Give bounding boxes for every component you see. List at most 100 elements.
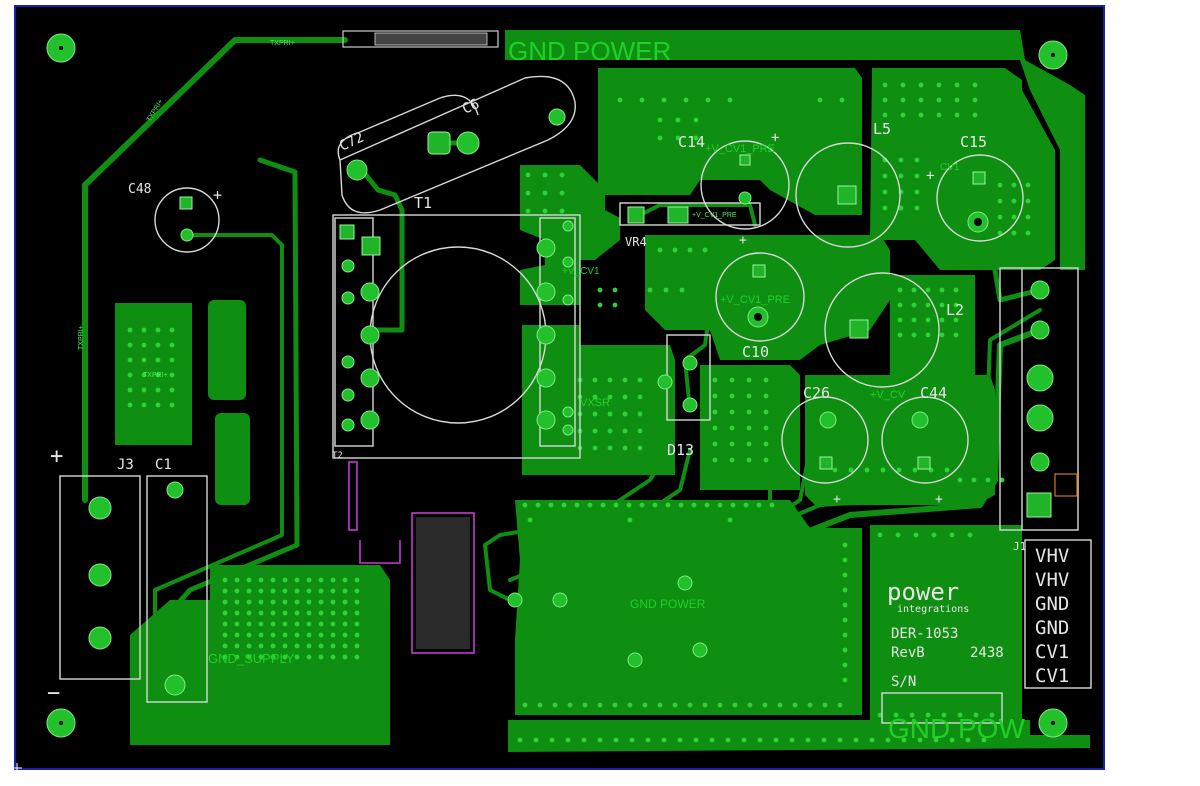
via [954, 82, 960, 88]
via [837, 737, 843, 743]
via [997, 230, 1003, 236]
via [842, 602, 848, 608]
via [864, 467, 870, 473]
via [587, 502, 593, 508]
pin-label: GND [1035, 593, 1069, 615]
via [306, 654, 312, 660]
via [741, 737, 747, 743]
via [629, 737, 635, 743]
via [965, 737, 971, 743]
via [607, 428, 613, 434]
via [677, 737, 683, 743]
via [559, 208, 565, 214]
via [647, 287, 653, 293]
via [342, 599, 348, 605]
via [127, 357, 133, 363]
label-c10: C10 [742, 343, 769, 361]
keepout-marks [348, 461, 475, 654]
via [607, 411, 613, 417]
via [354, 621, 360, 627]
via [661, 97, 667, 103]
board-info: power integrations DER-1053 RevB 2438 S/… [887, 578, 1004, 690]
via [592, 394, 598, 400]
via [967, 532, 973, 538]
pads [46, 33, 1078, 738]
via [717, 502, 723, 508]
via [997, 182, 1003, 188]
via [913, 532, 919, 538]
net-cv1-pre-top: +V_CV1_PRE [705, 143, 775, 155]
via [141, 327, 147, 333]
via [842, 572, 848, 578]
via [613, 737, 619, 743]
via [901, 737, 907, 743]
via [914, 189, 920, 195]
via [746, 457, 752, 463]
via [282, 588, 288, 594]
via [282, 599, 288, 605]
via [169, 327, 175, 333]
via [282, 577, 288, 583]
via [258, 588, 264, 594]
via [953, 287, 959, 293]
label-c26-plus: + [833, 492, 841, 507]
via [258, 577, 264, 583]
via [155, 327, 161, 333]
via [141, 402, 147, 408]
via [693, 117, 699, 123]
pour-gnd-power-bottom [870, 525, 1022, 745]
via [354, 610, 360, 616]
via [746, 409, 752, 415]
via [246, 654, 252, 660]
via [574, 502, 580, 508]
net-cv1-pre-mid: +V_CV1_PRE [720, 294, 790, 306]
via [306, 588, 312, 594]
silkscreen [59, 30, 1092, 724]
via [258, 599, 264, 605]
via [354, 588, 360, 594]
via [973, 712, 979, 718]
via [925, 302, 931, 308]
via [306, 577, 312, 583]
via [941, 712, 947, 718]
traces [82, 37, 1043, 722]
pour-top-edge [505, 30, 1085, 270]
via [234, 654, 240, 660]
via [949, 737, 955, 743]
via [592, 377, 598, 383]
via [270, 621, 276, 627]
via [704, 502, 710, 508]
via [234, 577, 240, 583]
via [622, 445, 628, 451]
via [354, 632, 360, 638]
via [665, 502, 671, 508]
via [842, 587, 848, 593]
via [222, 643, 228, 649]
net-txpri-left: TXPRI+ [78, 325, 85, 350]
via [542, 172, 548, 178]
via [318, 599, 324, 605]
via [258, 643, 264, 649]
via [294, 621, 300, 627]
via [702, 702, 708, 708]
via [709, 737, 715, 743]
board-date-code: 2438 [970, 645, 1004, 661]
via [989, 712, 995, 718]
via [897, 302, 903, 308]
net-gnd-power-top: GND POWER [508, 36, 671, 66]
via [925, 287, 931, 293]
via [972, 82, 978, 88]
via [900, 82, 906, 88]
via [729, 409, 735, 415]
via [330, 577, 336, 583]
via [597, 302, 603, 308]
via [637, 428, 643, 434]
via-field [127, 82, 1031, 743]
via [258, 621, 264, 627]
via [746, 425, 752, 431]
via [882, 97, 888, 103]
via [169, 342, 175, 348]
via [848, 467, 854, 473]
via [944, 467, 950, 473]
net-vr4: +V_CV1_PRE [692, 212, 737, 219]
